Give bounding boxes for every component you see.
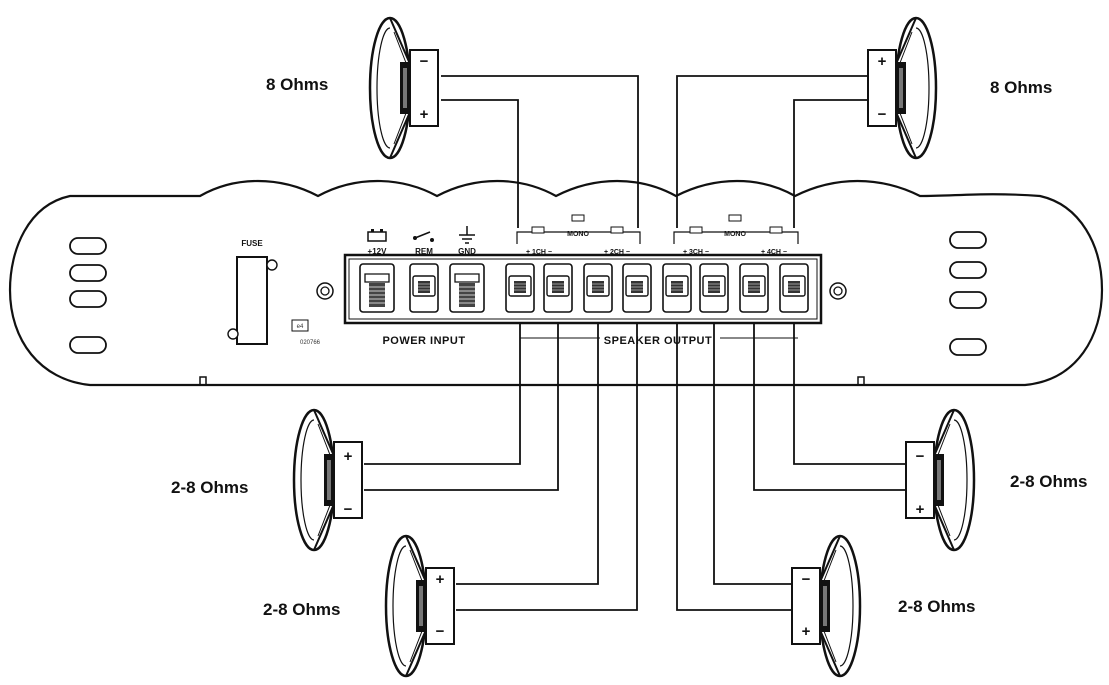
wire-bottom-right-negative: [713, 322, 792, 585]
speaker-mid-right: [904, 408, 976, 552]
terminal-block: [343, 253, 823, 325]
polarity-sign: +: [802, 623, 811, 640]
speaker-cone-icon: [368, 16, 440, 160]
wire-bottom-right-positive: [676, 322, 792, 611]
wire-top-left-positive: [441, 99, 519, 228]
mono-label-left: MONO: [567, 231, 589, 238]
speaker-mid-left: + −: [292, 408, 364, 552]
polarity-sign: −: [436, 623, 445, 640]
polarity-sign: −: [420, 53, 429, 70]
mono-bridge-right: MONO: [673, 214, 799, 244]
speaker-bottom-right: [790, 534, 862, 678]
impedance-label-top-right: 8 Ohms: [990, 78, 1052, 97]
label-plus12v: +12V: [368, 247, 388, 256]
mono-bridge-left: MONO: [516, 214, 641, 244]
fuse-holder: FUSE: [227, 239, 278, 345]
impedance-label-mid-right: 2-8 Ohms: [1010, 472, 1087, 491]
impedance-label-bottom-right: 2-8 Ohms: [898, 597, 975, 616]
wire-mid-left-positive: [364, 322, 521, 465]
speaker-top-left: − +: [368, 16, 440, 160]
speaker-bottom-left: + −: [384, 534, 456, 678]
terminal-ch1-positive: [505, 263, 535, 313]
speaker-cone-icon: [790, 534, 862, 678]
terminal-gnd: [449, 263, 485, 313]
wire-bottom-left-positive: [456, 322, 599, 585]
terminal-rem: [409, 263, 439, 313]
wire-top-right-negative: [793, 99, 868, 228]
speaker-cone-icon: [292, 408, 364, 552]
wire-bottom-left-negative: [456, 322, 638, 611]
wire-top-right-positive: [676, 75, 868, 228]
terminal-ch4-negative: [779, 263, 809, 313]
speaker-top-right: [866, 16, 938, 160]
speaker-cone-icon: [904, 408, 976, 552]
wire-mid-right-negative: [793, 322, 906, 465]
terminal-ch3-positive: [662, 263, 692, 313]
terminal-ch2-positive: [583, 263, 613, 313]
ground-icon: [459, 226, 475, 244]
power-input-label: POWER INPUT: [382, 335, 465, 347]
terminal-ch3-negative: [699, 263, 729, 313]
label-2ch: + 2CH −: [604, 249, 630, 256]
label-4ch: + 4CH −: [761, 249, 787, 256]
impedance-label-mid-left: 2-8 Ohms: [171, 478, 248, 497]
speaker-wires: [364, 75, 906, 611]
mono-label-right: MONO: [724, 231, 746, 238]
speaker-cone-icon: [384, 534, 456, 678]
speaker-output-label: SPEAKER OUTPUT: [604, 335, 712, 347]
polarity-sign: +: [436, 571, 445, 588]
terminal-ch1-negative: [543, 263, 573, 313]
impedance-label-top-left: 8 Ohms: [266, 75, 328, 94]
polarity-sign: −: [344, 501, 353, 518]
mounting-screw-left: [316, 282, 334, 300]
polarity-sign: +: [344, 448, 353, 465]
impedance-label-bottom-left: 2-8 Ohms: [263, 600, 340, 619]
label-rem: REM: [415, 247, 433, 256]
polarity-sign: −: [916, 448, 925, 465]
cert-mark: e4: [297, 324, 304, 330]
terminal-ch2-negative: [622, 263, 652, 313]
polarity-sign: +: [420, 106, 429, 123]
wire-mid-right-positive: [753, 322, 906, 491]
mounting-screw-right: [829, 282, 847, 300]
label-1ch: + 1CH −: [526, 249, 552, 256]
wire-top-left-negative: [441, 75, 639, 228]
polarity-sign: +: [878, 53, 887, 70]
label-3ch: + 3CH −: [683, 249, 709, 256]
remote-switch-icon: [413, 231, 434, 242]
polarity-sign: −: [802, 571, 811, 588]
certification-mark: e4 020766: [291, 319, 321, 346]
polarity-sign: +: [916, 501, 925, 518]
polarity-sign: −: [878, 106, 887, 123]
cert-number: 020766: [300, 340, 321, 346]
speaker-cone-icon: [866, 16, 938, 160]
fuse-label: FUSE: [241, 239, 263, 248]
wire-mid-left-negative: [364, 322, 559, 491]
battery-icon: [367, 229, 387, 242]
terminal-plus12v: [359, 263, 395, 313]
label-gnd: GND: [458, 247, 476, 256]
terminal-ch4-positive: [739, 263, 769, 313]
